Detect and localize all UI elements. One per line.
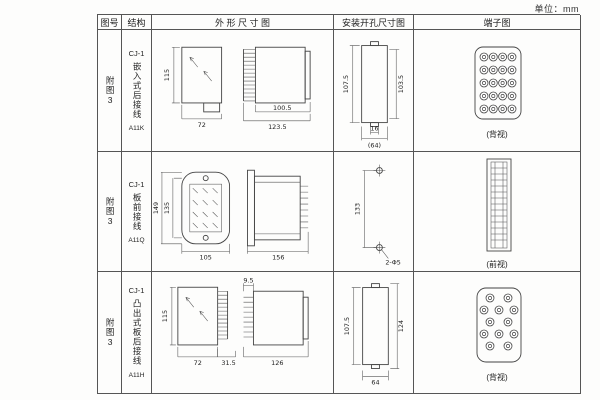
mount-type-label: 板前接线 — [132, 192, 143, 231]
side-view — [243, 46, 311, 103]
model-label: CJ-1 — [128, 179, 145, 189]
model-code-label: A11Q — [128, 236, 145, 244]
model-code-label: A11H — [128, 371, 145, 379]
view-label: (背视) — [486, 373, 508, 382]
dim-width-label: 72 — [194, 358, 202, 366]
dim-fin-label: 31.5 — [221, 358, 235, 366]
dim-outer-label: 149 — [152, 201, 160, 213]
dimension-lines: 133 2-Φ5 — [354, 169, 401, 266]
dim-width-label: 72 — [198, 120, 206, 128]
row1-outline-cell: 115 72 100.5 123.5 — [152, 30, 334, 152]
view-label: (背视) — [486, 130, 508, 139]
dim-height-label: 115 — [163, 68, 171, 80]
terminal-drawing-a11k — [474, 46, 521, 120]
dim-side-label: 156 — [272, 253, 284, 261]
dim-span-label: 133 — [354, 202, 362, 214]
side-view — [243, 290, 309, 345]
terminal-drawing-a11h — [476, 287, 521, 363]
mounting-drawing-a11h: 107.5 124 64 — [343, 282, 405, 386]
row3-fig-no-cell: 附图3 — [98, 272, 122, 394]
row2-terminal-cell: (前视) — [414, 152, 581, 272]
drill-holes — [373, 164, 386, 253]
mount-type-label: 凸出式板后接线 — [132, 299, 143, 366]
view-label: (前视) — [486, 260, 508, 269]
row3-terminal-cell: (背视) — [414, 272, 581, 394]
dimension-lines: 149 135 105 156 — [152, 171, 309, 261]
outline-drawing-a11k: 115 72 100.5 123.5 — [163, 46, 311, 130]
dim-hole-label: 2-Φ5 — [385, 258, 401, 266]
row2-outline-cell: 149 135 105 156 — [152, 152, 334, 272]
dim-small-label: 16 — [370, 124, 378, 132]
mounting-drawing-a11q: 133 2-Φ5 — [354, 164, 401, 266]
row3-mounting-cell: 107.5 124 64 — [334, 272, 414, 394]
dim-left-label: 107.5 — [342, 74, 350, 92]
dim-height-label: 115 — [161, 309, 169, 321]
dim-bottom-label: 64 — [371, 378, 379, 386]
model-label: CJ-1 — [128, 49, 145, 58]
row3-structure-cell: CJ-1 凸出式板后接线 A11H — [122, 272, 152, 394]
fig-no-label: 附图3 — [105, 196, 116, 227]
col-header-mounting: 安装开孔尺寸图 — [334, 15, 414, 30]
terminal-drawing-a11q — [486, 158, 511, 252]
col-header-structure: 结构 — [122, 15, 152, 30]
dim-inner-label: 135 — [163, 201, 171, 213]
row2-mounting-cell: 133 2-Φ5 — [334, 152, 414, 272]
cutout-outline — [362, 282, 389, 369]
unit-label: 单位：mm — [534, 4, 579, 14]
dim-wide-label: (64) — [368, 141, 381, 149]
col-header-terminal: 端子图 — [414, 15, 581, 30]
row1-mounting-cell: 107.5 103.5 16 (64) — [334, 30, 414, 152]
col-header-outline: 外 形 尺 寸 图 — [152, 15, 334, 30]
mount-type-label: 嵌入式后接线 — [132, 62, 143, 119]
dimension-lines: 115 72 31.5 9.5 126 — [161, 276, 309, 366]
dim-body-label: 100.5 — [273, 103, 291, 111]
outline-drawing-a11q: 149 135 105 156 — [152, 169, 309, 261]
side-view — [247, 169, 309, 246]
dim-left-label: 107.5 — [343, 316, 351, 334]
dimension-lines: 107.5 103.5 16 (64) — [342, 44, 405, 149]
dim-total-label: 123.5 — [268, 122, 286, 130]
dim-side-label: 126 — [271, 358, 283, 366]
dimension-lines: 107.5 124 64 — [343, 282, 405, 386]
cutout-outline — [361, 40, 388, 127]
model-code-label: A11K — [128, 125, 145, 132]
dim-right-label: 103.5 — [397, 74, 405, 92]
row2-structure-cell: CJ-1 板前接线 A11Q — [122, 152, 152, 272]
front-view — [181, 46, 223, 112]
row1-terminal-cell: (背视) — [414, 30, 581, 152]
dimension-lines: 115 72 100.5 123.5 — [163, 46, 311, 130]
row1-fig-no-cell: 附图3 — [98, 30, 122, 152]
spec-table: 图号 结构 外 形 尺 寸 图 安装开孔尺寸图 端子图 附图3 CJ-1 嵌入式… — [97, 14, 581, 394]
dim-stud-label: 9.5 — [243, 276, 253, 284]
mounting-drawing-a11k: 107.5 103.5 16 (64) — [342, 40, 405, 149]
dim-width-label: 105 — [200, 253, 212, 261]
col-header-fig-no: 图号 — [98, 15, 122, 30]
fig-no-label: 附图3 — [105, 75, 116, 106]
model-label: CJ-1 — [128, 286, 145, 296]
row2-fig-no-cell: 附图3 — [98, 152, 122, 272]
row1-structure-cell: CJ-1 嵌入式后接线 A11K — [122, 30, 152, 152]
dim-right-label: 124 — [397, 319, 405, 331]
row3-outline-cell: 115 72 31.5 9.5 126 — [152, 272, 334, 394]
front-view — [177, 286, 229, 345]
front-view — [181, 171, 231, 244]
outline-drawing-a11h: 115 72 31.5 9.5 126 — [161, 276, 309, 366]
fig-no-label: 附图3 — [105, 317, 116, 348]
